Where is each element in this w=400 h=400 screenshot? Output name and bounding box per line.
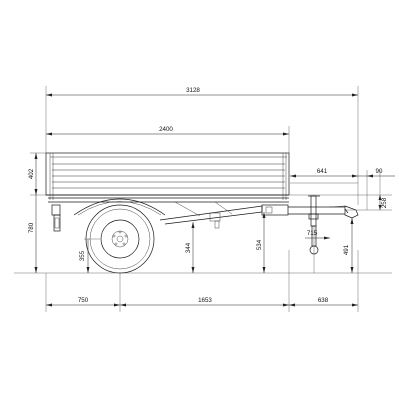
dimension-lines bbox=[34, 93, 395, 307]
dim-tongue-segment: 641 bbox=[317, 168, 328, 175]
dim-frame-height-axle: 344 bbox=[185, 242, 192, 253]
dim-frame-height-front: 534 bbox=[256, 239, 263, 250]
dim-coupling-offset: 90 bbox=[376, 168, 383, 175]
dim-body-length: 2400 bbox=[159, 126, 173, 133]
dim-body-height: 402 bbox=[28, 168, 35, 179]
chassis-frame bbox=[48, 197, 345, 232]
reference-lines bbox=[14, 86, 392, 312]
dim-front-drawbar: 638 bbox=[318, 297, 329, 304]
dim-overall-length: 3128 bbox=[186, 87, 200, 94]
dim-coupling-ground-height: 491 bbox=[343, 244, 350, 255]
dimension-labels: 3128 2400 402 780 641 90 258 715 355 344… bbox=[28, 87, 388, 304]
tow-coupling bbox=[329, 205, 359, 219]
dim-wheel-center-height: 355 bbox=[79, 250, 86, 261]
dim-coupling-height: 258 bbox=[381, 197, 388, 208]
dim-rear-overhang: 750 bbox=[78, 297, 89, 304]
trailer-body bbox=[45, 152, 290, 200]
dim-jockey-reach: 715 bbox=[307, 230, 318, 237]
cargo-box bbox=[45, 152, 290, 196]
dim-axle-to-front: 1653 bbox=[198, 297, 212, 304]
dim-overall-height: 780 bbox=[28, 222, 35, 233]
